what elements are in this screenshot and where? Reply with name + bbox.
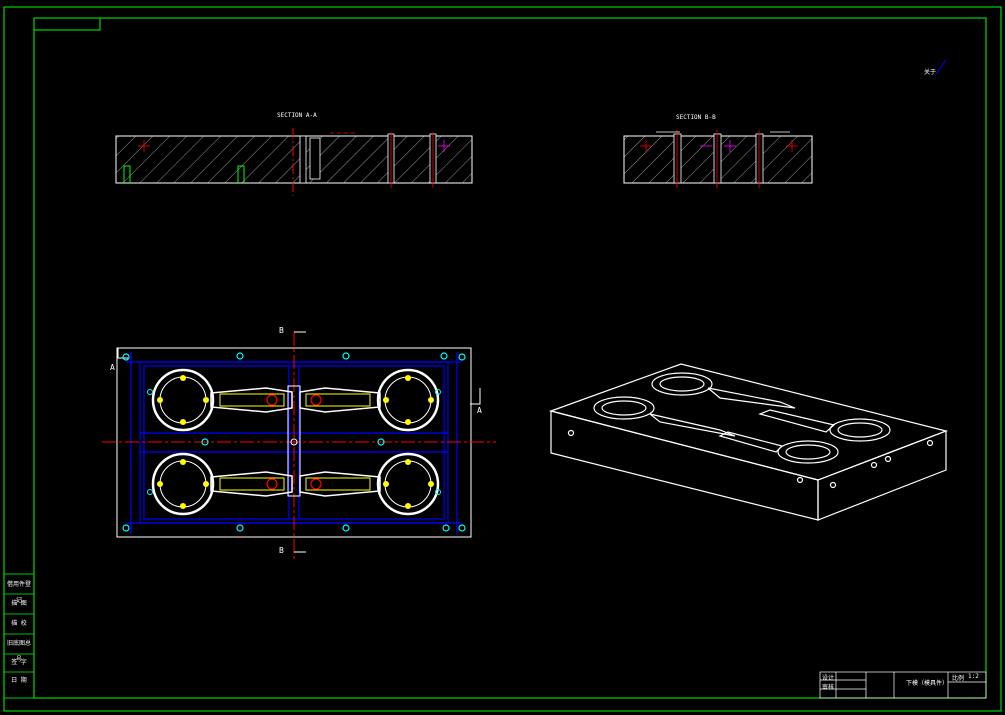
tb-row-base-number: 旧底图总号 (6, 640, 31, 663)
cavity-bottom-left (147, 452, 293, 516)
cut-label-a-left: A (110, 363, 115, 372)
revision-tick (935, 59, 947, 75)
drawing-frame (3, 6, 1002, 712)
section-aa-view (115, 128, 473, 196)
cavity-top-left (147, 368, 293, 432)
tb-row-borrow-record: 借用件登记 (6, 581, 31, 604)
corner-mark: 关于 (924, 69, 937, 76)
scale-value: 1:2 (968, 673, 979, 680)
tb-row-check: 描 校 (11, 620, 27, 627)
cavity-bottom-right (299, 452, 441, 516)
cavity-top-right (299, 368, 441, 432)
cut-label-b-top: B (279, 326, 284, 335)
scale-label: 比例 (952, 675, 965, 682)
section-aa-title: SECTION A-A (277, 112, 317, 119)
left-title-block (3, 573, 35, 699)
title-block-design: 设计 (822, 675, 835, 682)
tb-row-signature: 签 字 (11, 659, 27, 666)
title-block-review: 审核 (822, 684, 835, 691)
tb-row-trace: 描 图 (11, 600, 27, 607)
cut-label-b-bottom: B (279, 546, 284, 555)
tb-row-date: 日 期 (11, 677, 27, 684)
cut-label-a-right: A (477, 406, 482, 415)
drawing-name: 下模（模具件） (906, 680, 949, 687)
section-bb-view (623, 130, 813, 188)
plan-view (102, 331, 496, 560)
bolt-holes (122, 352, 466, 532)
title-block (819, 671, 987, 699)
section-bb-title: SECTION B-B (676, 114, 716, 121)
isometric-view (548, 363, 948, 521)
